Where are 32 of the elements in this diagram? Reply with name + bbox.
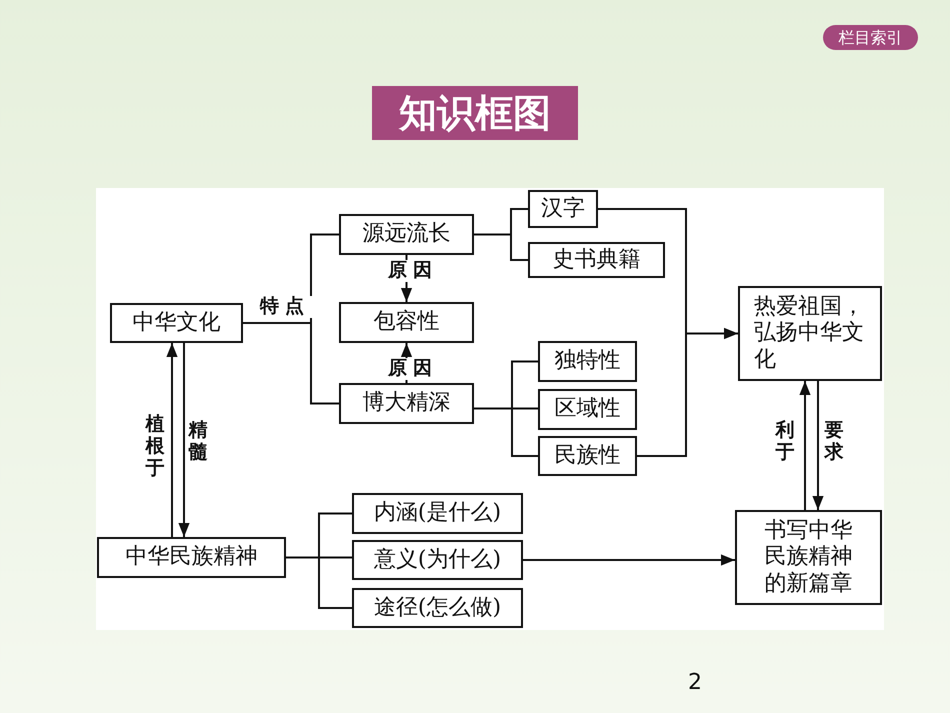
page-number: 2 — [688, 670, 702, 695]
text-box: 内涵(是什么) — [352, 493, 523, 534]
arrow — [812, 381, 824, 510]
text-box: 博大精深 — [339, 383, 474, 424]
edge-label: 要求 — [824, 420, 844, 464]
text-box: 途径(怎么做) — [352, 588, 523, 628]
text-box: 书写中华民族精神的新篇章 — [735, 510, 882, 605]
text-box: 独特性 — [538, 341, 637, 382]
connector-line — [474, 408, 538, 457]
connector-line — [474, 234, 528, 261]
connector-line — [286, 556, 352, 609]
index-button: 栏目索引 — [823, 25, 918, 50]
text-box: 包容性 — [339, 302, 474, 343]
text-box: 汉字 — [528, 190, 598, 228]
text-box: 意义(为什么) — [352, 540, 523, 580]
text-box: 热爱祖国，弘扬中华文化 — [738, 286, 882, 381]
text-box: 源远流长 — [339, 214, 474, 255]
title-banner: 知识框图 — [372, 86, 578, 140]
arrow — [178, 343, 190, 537]
arrow — [637, 328, 738, 457]
arrow — [799, 381, 811, 510]
arrow — [166, 343, 178, 537]
text-box: 史书典籍 — [528, 242, 665, 278]
text-box: 民族性 — [538, 436, 637, 476]
text-box: 中华民族精神 — [97, 537, 286, 578]
text-box: 区域性 — [538, 389, 637, 430]
edge-label: 利于 — [775, 420, 795, 464]
edge-label: 植根于 — [145, 414, 165, 480]
arrow — [523, 554, 735, 566]
edge-label: 特点 — [258, 296, 312, 318]
text-box: 中华文化 — [110, 303, 243, 343]
edge-label: 精髓 — [188, 420, 208, 464]
